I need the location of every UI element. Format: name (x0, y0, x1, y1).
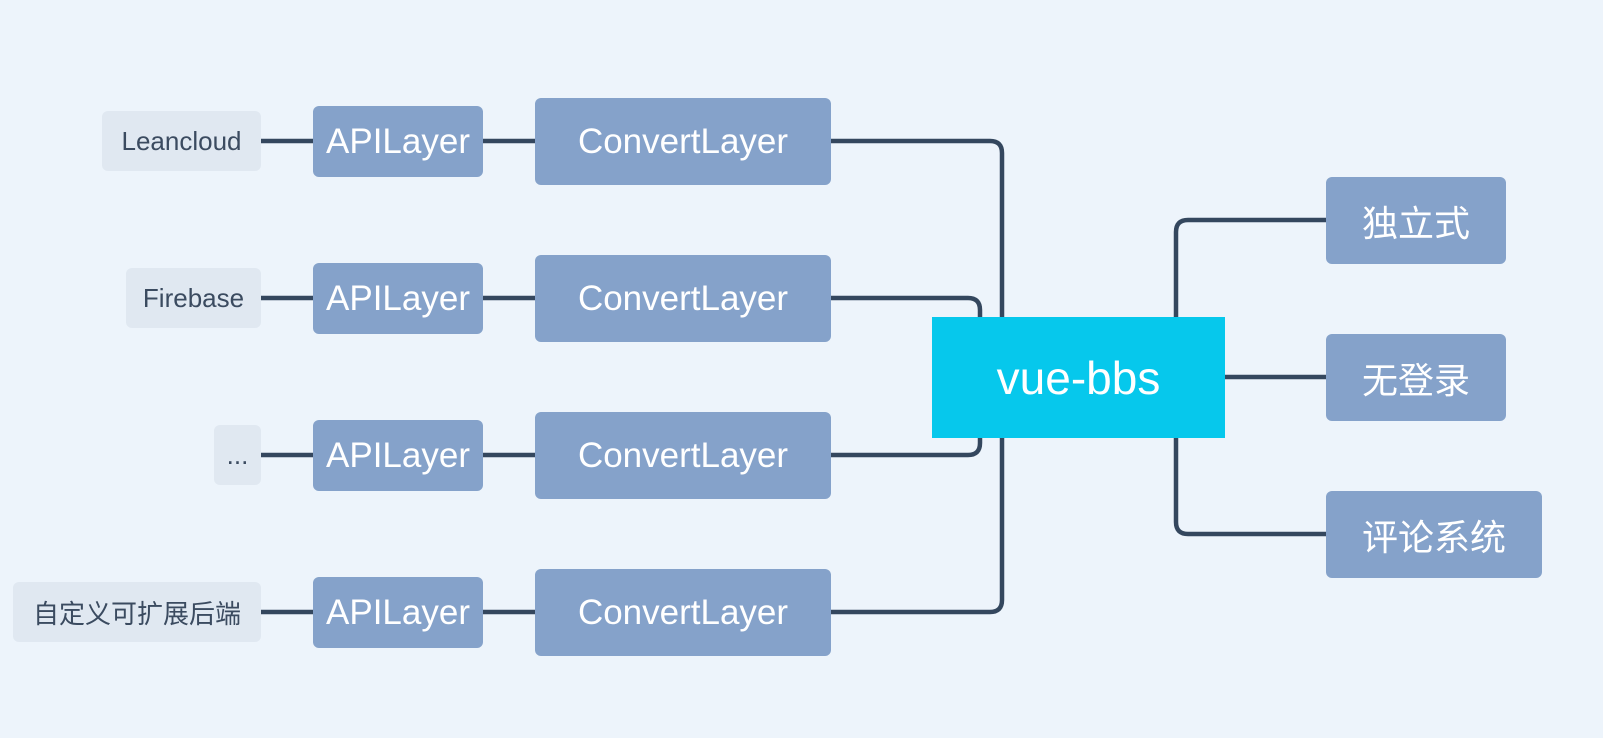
backend-node-leancloud: Leancloud (102, 111, 261, 171)
api-layer-node: APILayer (313, 577, 483, 648)
api-layer-node: APILayer (313, 420, 483, 491)
connector-feature-1 (1173, 217, 1329, 320)
backend-node-ellipsis: ... (214, 425, 261, 485)
feature-node-standalone: 独立式 (1326, 177, 1506, 264)
root-node: vue-bbs (932, 317, 1225, 438)
backend-node-custom: 自定义可扩展后端 (13, 582, 261, 642)
api-layer-node: APILayer (313, 106, 483, 177)
feature-node-comment-system: 评论系统 (1326, 491, 1542, 578)
feature-node-no-login: 无登录 (1326, 334, 1506, 421)
connector-branch-3 (811, 435, 983, 458)
convert-layer-node: ConvertLayer (535, 412, 831, 499)
api-layer-node: APILayer (313, 263, 483, 334)
connector-branch-2 (811, 295, 983, 320)
backend-node-firebase: Firebase (126, 268, 261, 328)
convert-layer-node: ConvertLayer (535, 255, 831, 342)
connector-branch-1 (811, 138, 1005, 320)
connector-branch-4 (811, 435, 1005, 615)
convert-layer-node: ConvertLayer (535, 569, 831, 656)
convert-layer-node: ConvertLayer (535, 98, 831, 185)
connector-feature-3 (1173, 435, 1329, 537)
